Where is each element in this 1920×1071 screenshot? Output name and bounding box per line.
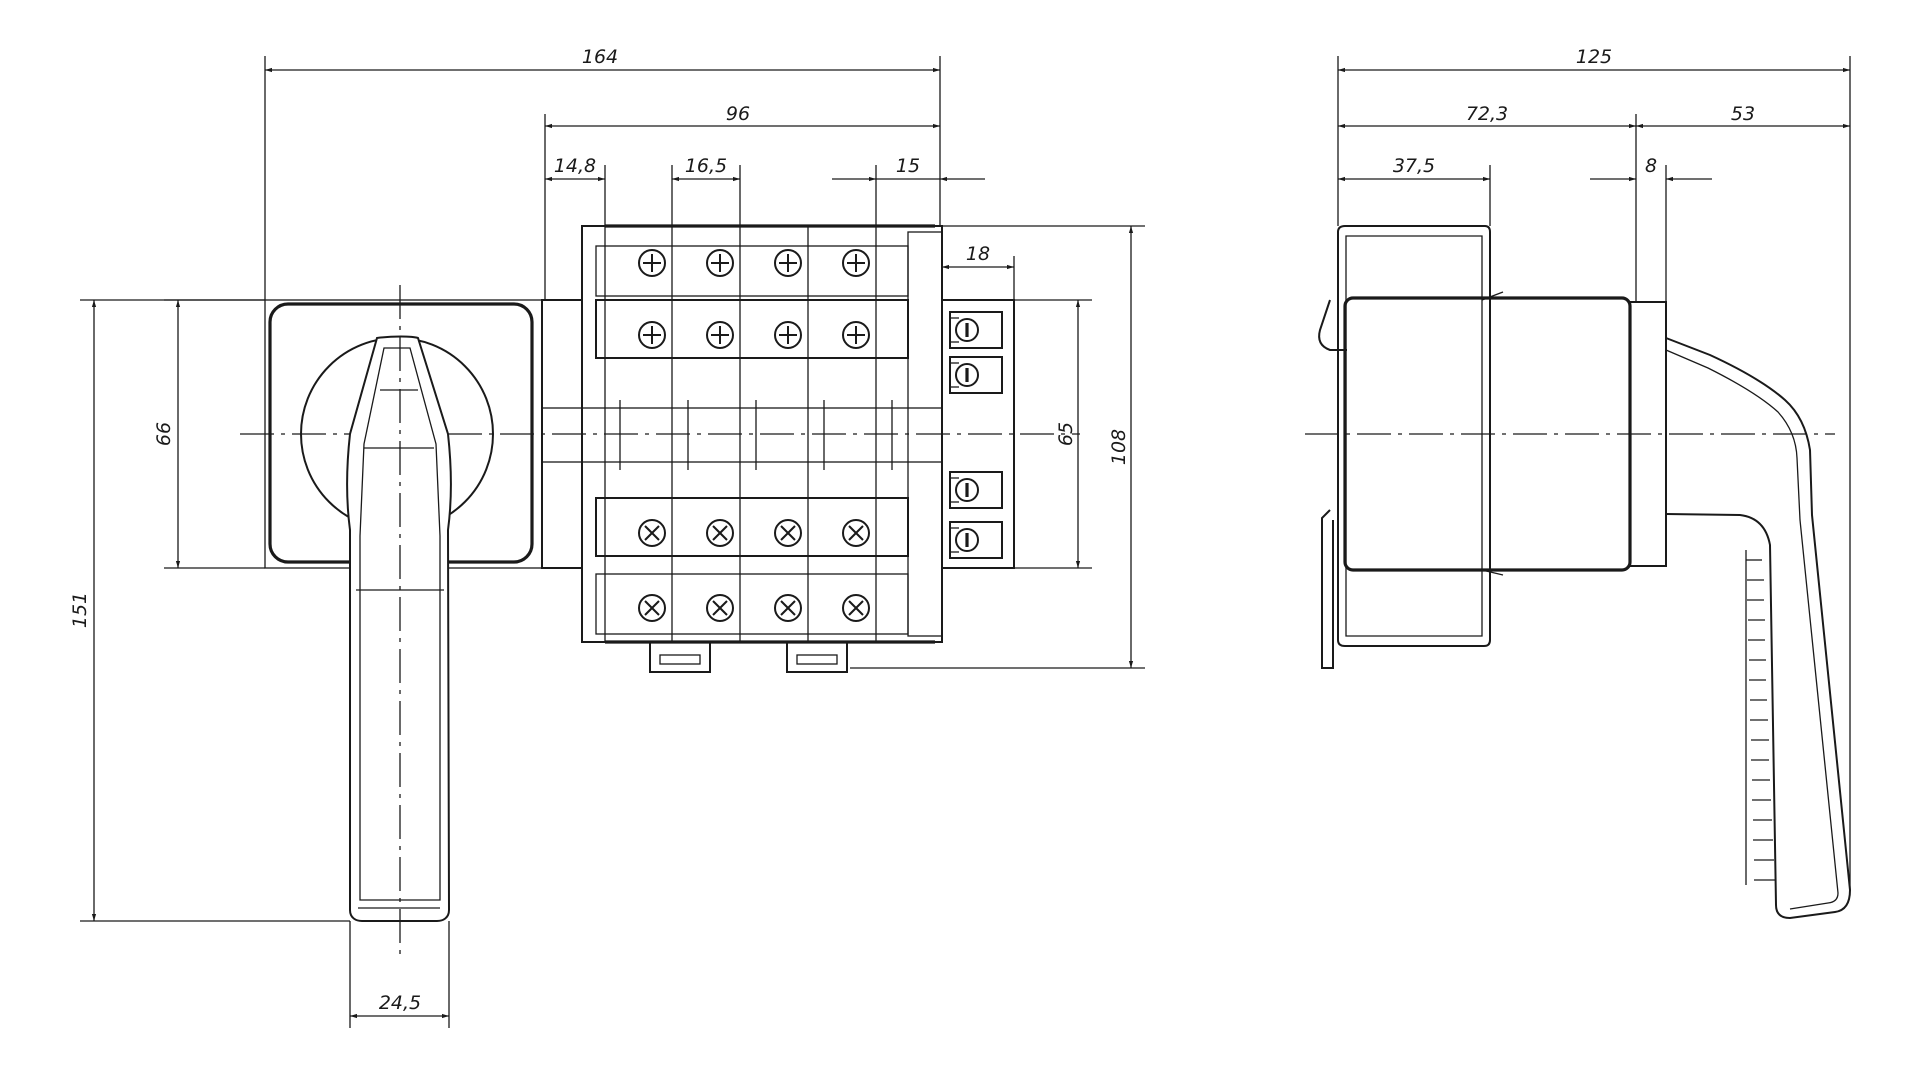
dim-handle-width: 24,5 bbox=[379, 992, 421, 1014]
screw-cross-icon bbox=[842, 594, 870, 622]
dim-rail-depth: 37,5 bbox=[1393, 155, 1435, 177]
screw-plus-icon bbox=[774, 321, 802, 349]
dim-terminal-pitch: 16,5 bbox=[685, 155, 727, 177]
rotary-handle bbox=[346, 285, 452, 955]
screw-cross-icon bbox=[774, 519, 802, 547]
dim-overall-width: 164 bbox=[582, 46, 618, 68]
dim-left-offset: 14,8 bbox=[554, 155, 596, 177]
dim-contact-block-width: 96 bbox=[726, 103, 750, 125]
front-dimensions: 164 96 14,8 16,5 15 18 bbox=[69, 46, 1145, 1028]
side-view: 125 72,3 53 37,5 8 bbox=[1305, 46, 1852, 920]
dim-overall-height: 151 bbox=[69, 592, 91, 628]
screw-cross-icon bbox=[638, 519, 666, 547]
side-terminal-icon bbox=[948, 355, 1004, 395]
screw-plus-icon bbox=[842, 321, 870, 349]
screw-cross-icon bbox=[706, 519, 734, 547]
dim-overall-depth: 125 bbox=[1576, 46, 1612, 68]
screw-plus-icon bbox=[706, 249, 734, 277]
dim-body-depth: 72,3 bbox=[1466, 103, 1508, 125]
screw-plus-icon bbox=[842, 249, 870, 277]
dim-overall-block-height: 108 bbox=[1108, 429, 1130, 465]
screw-plus-icon bbox=[706, 321, 734, 349]
side-terminal-icon bbox=[948, 520, 1004, 560]
side-terminal-icon bbox=[948, 310, 1004, 350]
din-rail-block bbox=[1318, 225, 1504, 669]
dim-right-offset: 15 bbox=[896, 155, 920, 177]
screw-plus-icon bbox=[638, 321, 666, 349]
contact-block bbox=[541, 224, 1015, 673]
screw-plus-icon bbox=[774, 249, 802, 277]
screw-cross-icon bbox=[638, 594, 666, 622]
screw-cross-icon bbox=[774, 594, 802, 622]
dim-plate-thickness: 8 bbox=[1645, 155, 1657, 177]
screw-plus-icon bbox=[638, 249, 666, 277]
screw-cross-icon bbox=[706, 594, 734, 622]
dim-handle-depth: 53 bbox=[1731, 103, 1755, 125]
front-view: 164 96 14,8 16,5 15 18 bbox=[69, 46, 1145, 1028]
side-handle-profile bbox=[1665, 337, 1852, 920]
side-dimensions: 125 72,3 53 37,5 8 bbox=[1337, 46, 1851, 890]
side-terminal-icon bbox=[948, 470, 1004, 510]
dim-side-terminal-width: 18 bbox=[966, 243, 990, 265]
switch-body bbox=[1343, 296, 1667, 572]
dim-front-plate: 66 bbox=[153, 422, 175, 446]
screw-cross-icon bbox=[842, 519, 870, 547]
terminal-screws bbox=[638, 249, 1004, 622]
dim-side-terminal-height: 65 bbox=[1055, 422, 1077, 446]
